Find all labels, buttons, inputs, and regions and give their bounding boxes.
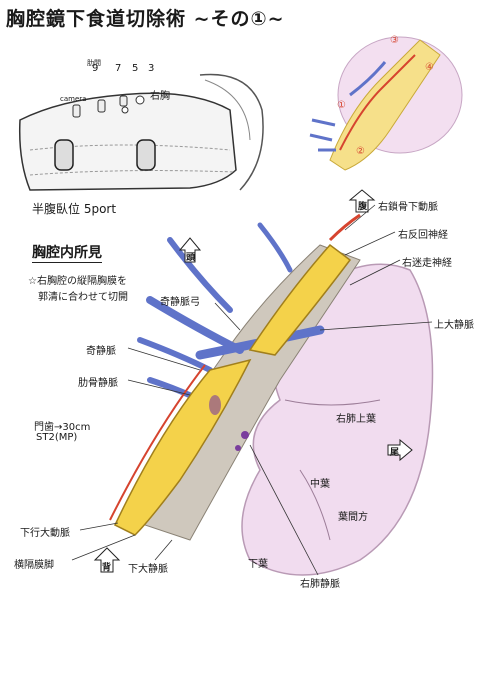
label-recurrent-nerve: 右反回神経 [398,230,448,241]
intercostal-label: 肋間 [87,59,101,67]
distance-line1: 門歯→30cm [34,422,91,433]
label-pulmonary-vein: 右肺静脈 [300,579,340,590]
label-lower-lobe: 下葉 [248,559,268,570]
port-trocars [54,139,156,171]
chest-label: 右胸 [150,91,170,102]
descending-aorta-stripe [109,364,206,521]
port-number-9: 9 [92,63,99,74]
port-number-7: 7 [115,63,122,74]
label-vagus-nerve: 右迷走神経 [402,258,452,269]
page-title: 胸腔鏡下食道切除術 ~その①~ [6,8,285,30]
arrow-ventral-direction [348,189,376,213]
distance-line2: ST2(MP) [36,432,78,443]
inset-overview [309,36,463,171]
leader-lines [71,204,433,576]
findings-heading: 胸腔内所見 [32,242,102,263]
findings-note-line2: 郭清に合わせて切開 [38,292,128,303]
label-inferior-vena-cava: 下大静脈 [128,564,168,575]
label-superior-vena-cava: 上大静脈 [434,320,474,331]
orientation-ventral: 腹 [358,202,368,212]
port-number-5: 5 [132,63,139,74]
findings-note-line1: ☆右胸腔の縦隔胸膜を [28,276,127,287]
port-caption: 半腹臥位 5port [32,202,117,216]
inset-number-4: ④ [425,62,434,73]
label-intercostal-vein: 肋骨静脈 [78,378,118,389]
label-middle-lobe: 中葉 [310,479,330,490]
patient-body-sketch [18,73,264,191]
camera-label: camera [60,95,87,103]
arrow-tail-direction [387,438,413,462]
label-upper-lobe: 右肺上葉 [336,414,376,425]
inset-number-3: ③ [390,35,399,46]
esophagus [114,243,352,536]
label-subclavian-artery: 右鎖骨下動脈 [378,202,438,213]
label-azygos-arch: 奇静脈弓 [160,297,200,308]
inset-number-1: ① [337,100,346,111]
label-fissure: 葉間方 [338,512,368,523]
inset-number-2: ② [356,146,365,157]
orientation-dorsal: 背 [102,563,112,573]
orientation-tail: 尾 [390,448,400,458]
arrow-head-direction [178,237,202,263]
orientation-head: 頭 [186,253,196,263]
port-markers [72,95,145,118]
subclavian-artery-stripe [328,213,361,242]
port-number-3: 3 [148,63,155,74]
label-diaphragm: 横隔膜脚 [14,560,54,571]
label-descending-aorta: 下行大動脈 [20,528,70,539]
arrow-dorsal-direction [93,547,121,573]
label-azygos-vein: 奇静脈 [86,346,116,357]
